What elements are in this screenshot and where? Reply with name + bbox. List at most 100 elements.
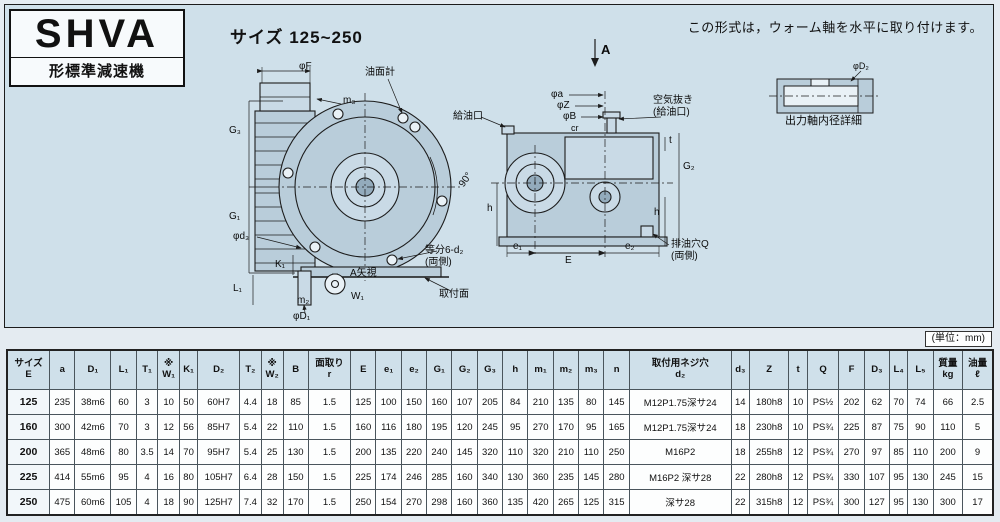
dimension-cell: 150 xyxy=(282,464,309,490)
dimension-cell: 360 xyxy=(527,464,554,490)
oil-gauge-label: 油面計 xyxy=(365,67,395,78)
dim-W1: W₁ xyxy=(351,291,364,302)
dim-L1: L₁ xyxy=(233,283,242,294)
dimension-cell: 70 xyxy=(889,389,909,415)
dimension-cell: 195 xyxy=(426,414,453,440)
column-header-3: L₁ xyxy=(110,349,137,390)
dimension-cell: 95 xyxy=(110,464,137,490)
dimension-cell: 414 xyxy=(49,464,76,490)
dimension-cell: 200 xyxy=(350,439,377,465)
bore-detail-view xyxy=(769,70,881,114)
column-header-10: B xyxy=(282,349,309,390)
dimension-cell: 125 xyxy=(578,489,605,516)
dimension-cell: 84 xyxy=(502,389,529,415)
dimension-cell: 100 xyxy=(375,389,402,415)
dimension-cell: 145 xyxy=(578,464,605,490)
column-header-21: m₃ xyxy=(578,349,605,390)
model-title-box: SHVA 形標準減速機 xyxy=(9,9,185,87)
dimension-cell: 107 xyxy=(863,464,891,490)
dimension-cell: 95H7 xyxy=(197,439,240,465)
dimension-cell: 15 xyxy=(962,464,994,490)
dimension-cell: 18 xyxy=(157,489,180,516)
dimension-cell: 85 xyxy=(282,389,309,415)
dimension-cell: 7.4 xyxy=(238,489,262,516)
column-header-7: D₂ xyxy=(197,349,240,390)
dimension-cell: 85 xyxy=(889,439,909,465)
dimension-cell: 5.4 xyxy=(238,414,262,440)
dimension-cell: 1.5 xyxy=(307,414,352,440)
dimension-cell: 225 xyxy=(838,414,865,440)
dimension-cell: 110 xyxy=(578,439,605,465)
dim-h-left: h xyxy=(487,203,493,214)
dimension-cell: 265 xyxy=(552,489,580,516)
dimension-cell: 145 xyxy=(451,439,478,465)
dimension-cell: 315h8 xyxy=(748,489,790,516)
dimension-cell: 320 xyxy=(476,439,504,465)
dimension-cell: 90 xyxy=(178,489,199,516)
mounting-note: この形式は，ウォーム軸を水平に取り付けます。 xyxy=(687,20,983,35)
dimension-cell: 50 xyxy=(178,389,199,415)
dimension-cell: 12 xyxy=(788,439,808,465)
dimension-cell: M12P1.75深サ24 xyxy=(628,414,732,440)
column-header-28: F xyxy=(838,349,865,390)
dimension-cell: 14 xyxy=(730,389,750,415)
dimension-cell: M16P2 xyxy=(628,439,732,465)
dimension-cell: 110 xyxy=(932,414,964,440)
column-header-19: m₁ xyxy=(527,349,554,390)
dimension-cell: 深サ28 xyxy=(628,489,732,516)
column-header-32: 質量 kg xyxy=(932,349,964,390)
dimension-cell: 220 xyxy=(400,439,428,465)
dimension-cell: PS¾ xyxy=(806,489,840,516)
model-subtitle: 形標準減速機 xyxy=(11,57,183,81)
dimension-cell: M12P1.75深サ24 xyxy=(628,389,732,415)
dimension-cell: 160 xyxy=(426,389,453,415)
column-header-8: T₂ xyxy=(238,349,262,390)
dimension-cell: 365 xyxy=(49,439,76,465)
size-cell: 225 xyxy=(6,464,51,490)
dimension-cell: 360 xyxy=(476,489,504,516)
column-header-0: サイズ E xyxy=(6,349,51,390)
dimension-cell: 12 xyxy=(788,464,808,490)
dimension-cell: 12 xyxy=(157,414,180,440)
column-header-2: D₁ xyxy=(74,349,112,390)
dimension-cell: 70 xyxy=(178,439,199,465)
dimension-cell: 300 xyxy=(49,414,76,440)
dimension-cell: 130 xyxy=(907,464,934,490)
dimension-cell: 130 xyxy=(282,439,309,465)
column-header-25: Z xyxy=(748,349,790,390)
dimension-cell: 1.5 xyxy=(307,489,352,516)
dimension-cell: 225 xyxy=(350,464,377,490)
dim-cr: cr xyxy=(571,123,579,133)
column-header-13: e₁ xyxy=(375,349,402,390)
dimension-cell: 75 xyxy=(889,414,909,440)
dimension-cell: 205 xyxy=(476,389,504,415)
dimension-cell: 210 xyxy=(552,439,580,465)
dimension-cell: PS¾ xyxy=(806,464,840,490)
view-a-label: A矢視 xyxy=(350,268,377,279)
dimension-cell: 16 xyxy=(157,464,180,490)
unit-note: (単位：mm) xyxy=(924,331,992,347)
dimension-cell: 210 xyxy=(527,389,554,415)
dimension-cell: 62 xyxy=(863,389,891,415)
dimension-cell: 270 xyxy=(838,439,865,465)
dimension-cell: 2.5 xyxy=(962,389,994,415)
dimension-cell: 235 xyxy=(552,464,580,490)
column-header-20: m₂ xyxy=(552,349,580,390)
dim-e2: e₂ xyxy=(625,241,635,252)
dimension-cell: 95 xyxy=(502,414,529,440)
dimension-cell: 250 xyxy=(350,489,377,516)
dimension-cell: 130 xyxy=(907,489,934,516)
dimension-cell: 10 xyxy=(788,414,808,440)
dim-t: t xyxy=(669,135,672,146)
column-header-14: e₂ xyxy=(400,349,428,390)
dim-phi-D1: φD₁ xyxy=(293,311,311,322)
column-header-6: K₁ xyxy=(178,349,199,390)
dimension-cell: 22 xyxy=(730,464,750,490)
column-header-24: d₃ xyxy=(730,349,750,390)
dimension-cell: 32 xyxy=(260,489,284,516)
column-header-16: G₂ xyxy=(451,349,478,390)
